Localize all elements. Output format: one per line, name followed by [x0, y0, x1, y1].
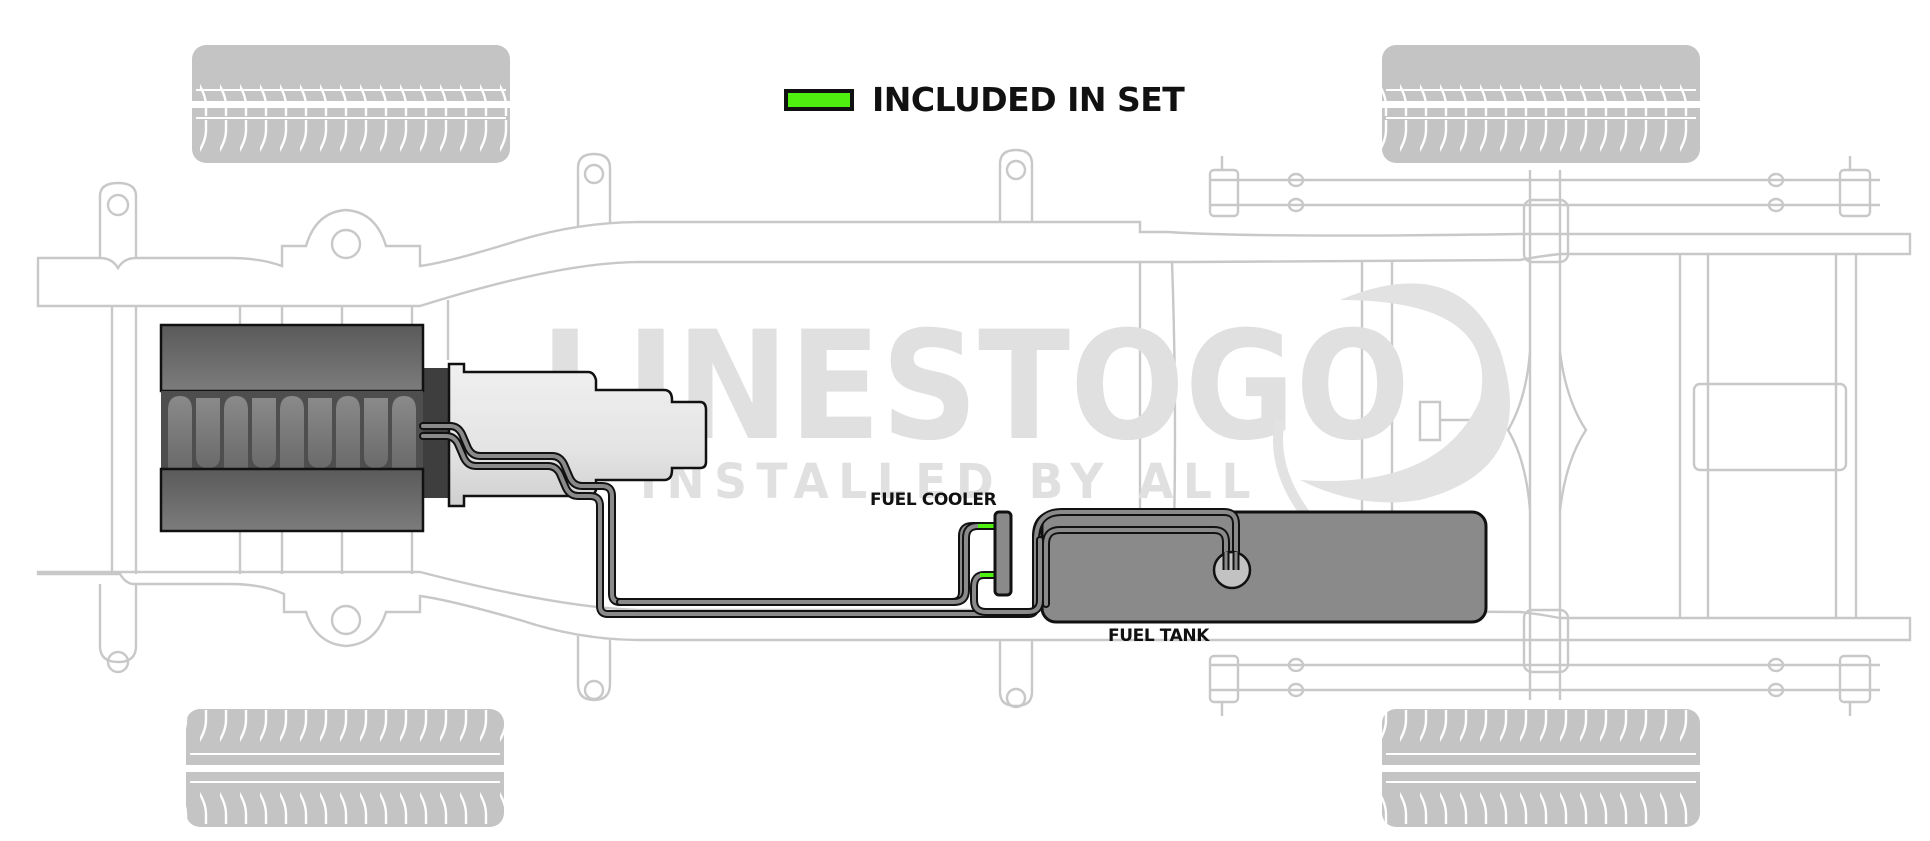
fuel-cooler	[616, 510, 1044, 616]
tire-rear-left	[1382, 45, 1700, 163]
fuel-tank-label: FUEL TANK	[1108, 626, 1210, 646]
tire-rear-right	[1382, 709, 1700, 827]
tire-front-right	[186, 709, 504, 827]
watermark-logo: LINESTOGO INSTALLED BY ALL	[540, 283, 1510, 524]
legend-label: INCLUDED IN SET	[872, 80, 1185, 119]
fuel-tank	[1032, 508, 1488, 624]
included-in-set-swatch	[784, 88, 854, 111]
transmission	[447, 362, 708, 508]
tire-front-left	[192, 45, 510, 163]
fuel-cooler-label: FUEL COOLER	[870, 490, 997, 510]
watermark-tagline: INSTALLED BY ALL	[640, 454, 1260, 510]
fuel-sending-unit	[1212, 550, 1252, 590]
legend: INCLUDED IN SET	[784, 80, 1185, 119]
engine	[159, 323, 449, 533]
